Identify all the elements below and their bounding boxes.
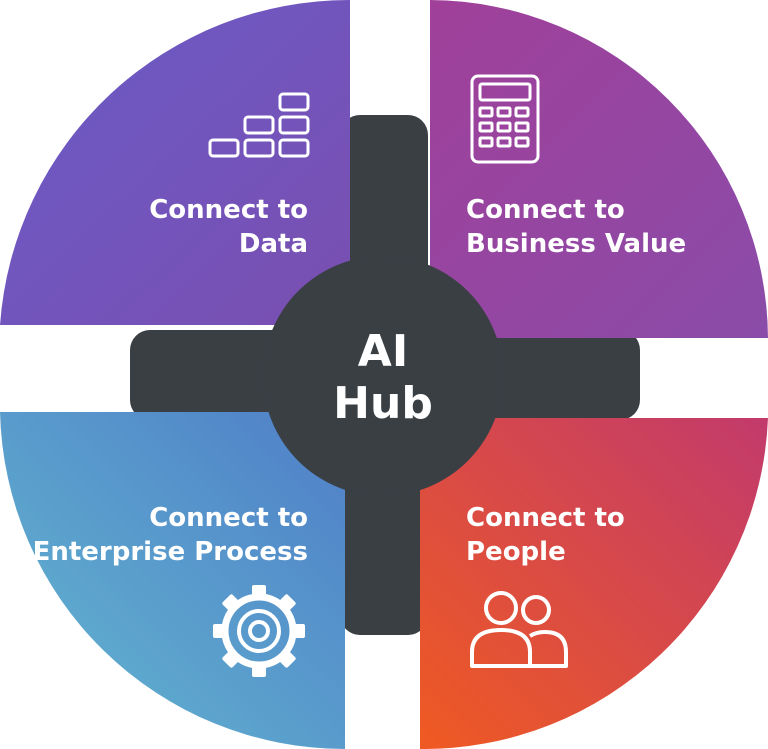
quadrant-enterprise-shape	[0, 412, 345, 749]
quadrant-data: Connect to Data	[0, 0, 350, 325]
hub: AI Hub	[263, 256, 503, 496]
people-icon	[470, 591, 568, 668]
quadrant-business-line2: Business Value	[466, 229, 686, 259]
quadrant-enterprise-line1: Connect to	[149, 503, 308, 533]
quadrant-business-value: Connect to Business Value	[430, 0, 768, 338]
quadrant-people-line1: Connect to	[466, 503, 625, 533]
quadrant-data-line2: Data	[239, 229, 308, 259]
quadrant-data-shape	[0, 0, 350, 325]
quadrant-business-shape	[430, 0, 768, 338]
hub-circle	[263, 256, 503, 496]
quadrant-enterprise-line2: Enterprise Process	[33, 537, 308, 567]
quadrant-business-line1: Connect to	[466, 195, 625, 225]
hub-title-line1: AI	[358, 326, 408, 377]
quadrant-people-shape	[420, 418, 768, 749]
quadrant-data-line1: Connect to	[149, 195, 308, 225]
quadrant-enterprise-process: Connect to Enterprise Process	[0, 412, 345, 749]
hub-title-line2: Hub	[333, 378, 433, 429]
gear-icon	[213, 585, 305, 677]
quadrant-people-line2: People	[466, 537, 566, 567]
quadrant-people: Connect to People	[420, 418, 768, 749]
calculator-icon	[470, 74, 540, 164]
bar-blocks-icon	[208, 92, 310, 158]
